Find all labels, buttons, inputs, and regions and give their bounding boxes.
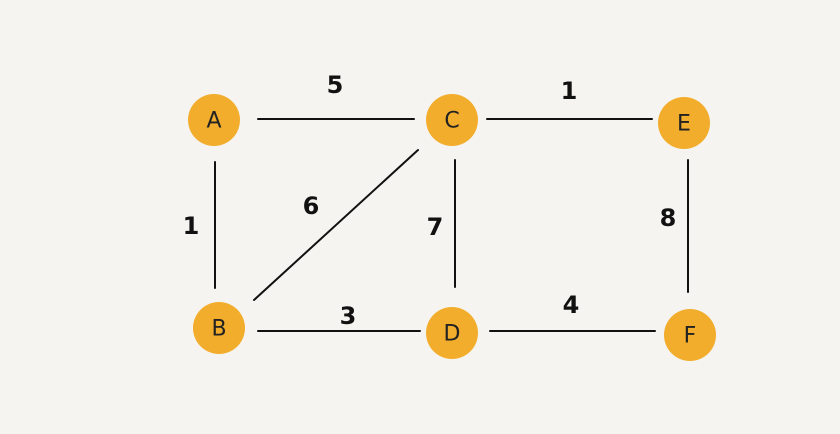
node-b: B	[193, 302, 245, 354]
node-f: F	[664, 309, 716, 361]
edge-weight-c-d: 7	[427, 213, 444, 241]
node-e: E	[658, 97, 710, 149]
edge-weight-e-f: 8	[660, 204, 677, 232]
node-label-d: D	[444, 322, 461, 347]
nodes-layer: A B C D E F	[188, 94, 716, 361]
edge-weight-b-d: 3	[340, 302, 357, 330]
node-label-b: B	[211, 317, 226, 342]
node-label-e: E	[677, 112, 691, 137]
edge-weight-b-c: 6	[303, 192, 320, 220]
node-d: D	[426, 307, 478, 359]
node-label-f: F	[684, 324, 697, 349]
edge-weight-a-c: 5	[327, 71, 344, 99]
node-circle-f	[664, 309, 716, 361]
node-a: A	[188, 94, 240, 146]
node-circle-d	[426, 307, 478, 359]
node-label-c: C	[444, 109, 459, 134]
edge-weight-c-e: 1	[561, 77, 578, 105]
node-circle-b	[193, 302, 245, 354]
edges-layer: 5 1 1 6 7 8 3 4	[183, 71, 689, 332]
node-circle-a	[188, 94, 240, 146]
node-circle-e	[658, 97, 710, 149]
edge-b-c	[253, 149, 419, 301]
node-c: C	[426, 94, 478, 146]
edge-weight-d-f: 4	[563, 291, 580, 319]
node-label-a: A	[206, 109, 221, 134]
node-circle-c	[426, 94, 478, 146]
edge-weight-a-b: 1	[183, 212, 200, 240]
